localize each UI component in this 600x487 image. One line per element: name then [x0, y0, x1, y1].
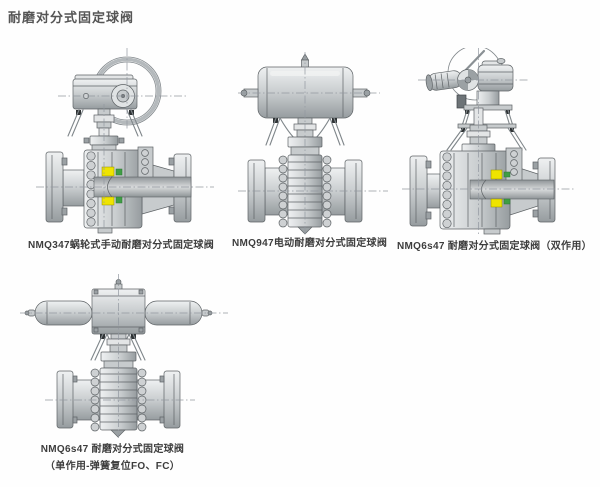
page-title: 耐磨对分式固定球阀 — [8, 10, 135, 25]
figure-caption-1: NMQ347蜗轮式手动耐磨对分式固定球阀 — [28, 240, 215, 251]
valve-body — [56, 367, 181, 438]
figure-caption-3: NMQ6s47 耐磨对分式固定球阀（双作用） — [397, 241, 592, 252]
actuator-spring-cylinders — [24, 279, 213, 335]
centerlines — [36, 48, 214, 230]
seat-rings — [490, 169, 511, 208]
figure-caption-4-line1: NMQ6s47 耐磨对分式固定球阀 — [40, 444, 185, 455]
figure-caption-4: NMQ6s47 耐磨对分式固定球阀 （单作用-弹簧复位FO、FC） — [15, 441, 210, 475]
bore — [469, 179, 555, 200]
valve-illustration-spring-return — [20, 274, 228, 438]
centerlines — [402, 48, 574, 234]
centerlines — [20, 274, 228, 438]
valve-body — [247, 154, 363, 235]
figure-caption-2: NMQ947电动耐磨对分式固定球阀 — [232, 238, 388, 249]
left-flange-pipe — [409, 155, 441, 227]
figure-spring-return-valve — [15, 272, 235, 445]
actuator-housing — [456, 58, 514, 111]
valve-illustration-double-acting — [402, 45, 574, 235]
valve-illustration-electric — [238, 52, 388, 235]
centerlines — [238, 52, 388, 235]
valve-illustration-worm-gear — [36, 48, 214, 234]
figure-double-acting-valve — [398, 45, 578, 241]
yoke-bracket — [67, 109, 143, 137]
figure-caption-4-line2: （单作用-弹簧复位FO、FC） — [44, 461, 181, 472]
worm-gearbox — [72, 74, 138, 110]
figure-worm-gear-valve — [28, 46, 218, 239]
actuator-cylinder — [240, 53, 371, 119]
seat-rings — [101, 166, 123, 206]
actuator-motor — [425, 70, 463, 92]
figure-electric-valve — [228, 52, 398, 241]
